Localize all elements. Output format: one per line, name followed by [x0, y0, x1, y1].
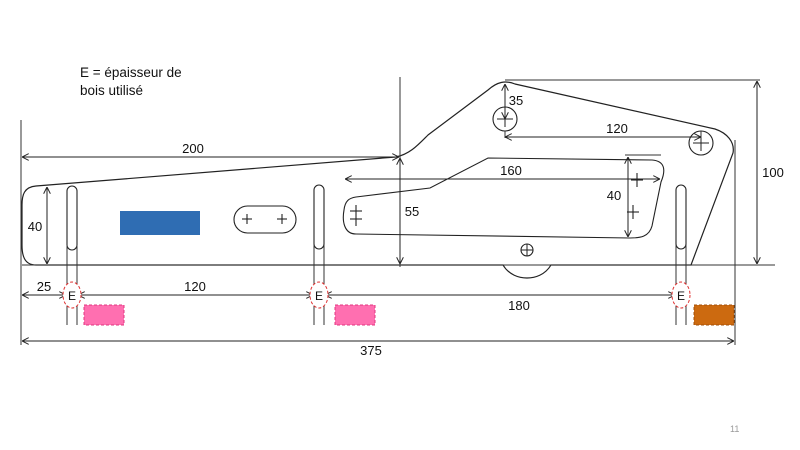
slot-left — [66, 185, 78, 251]
slot-middle — [313, 184, 325, 250]
dim-375-label: 375 — [360, 343, 382, 358]
extension-lines — [20, 77, 775, 345]
orange-block — [693, 304, 735, 326]
dimension-arrows — [22, 81, 757, 341]
hole-bottom — [520, 243, 534, 257]
thickness-marker: E — [671, 281, 691, 309]
dim-120-bottom-label: 120 — [184, 279, 206, 294]
thickness-marker-label: E — [68, 289, 76, 303]
cross-icon — [242, 214, 287, 224]
dim-100-label: 100 — [762, 165, 784, 180]
dim-40-right-label: 40 — [607, 188, 621, 203]
blue-block — [120, 211, 200, 235]
dim-200-label: 200 — [182, 141, 204, 156]
dim-40-left-label: 40 — [28, 219, 42, 234]
legend-note-line-1: E = épaisseur de — [80, 65, 182, 80]
thickness-marker-label: E — [677, 289, 685, 303]
slot-right — [675, 184, 687, 250]
dim-35-label: 35 — [509, 93, 523, 108]
pink-block — [334, 304, 376, 326]
thickness-marker: E — [309, 281, 329, 309]
thickness-marker-label: E — [315, 289, 323, 303]
thickness-marker: E — [62, 281, 82, 309]
pink-block — [83, 304, 125, 326]
dim-120-top-label: 120 — [606, 121, 628, 136]
legend-note: E = épaisseur de bois utilisé — [80, 64, 182, 100]
page-number: 11 — [730, 424, 740, 434]
dim-160-label: 160 — [500, 163, 522, 178]
dim-180-label: 180 — [508, 298, 530, 313]
dim-25-label: 25 — [37, 279, 51, 294]
dimension-labels: 200 120 35 160 40 55 100 40 25 120 180 3… — [28, 93, 784, 358]
oblong-hole — [233, 205, 297, 234]
legend-note-line-2: bois utilisé — [80, 83, 144, 98]
dim-55-label: 55 — [405, 204, 419, 219]
